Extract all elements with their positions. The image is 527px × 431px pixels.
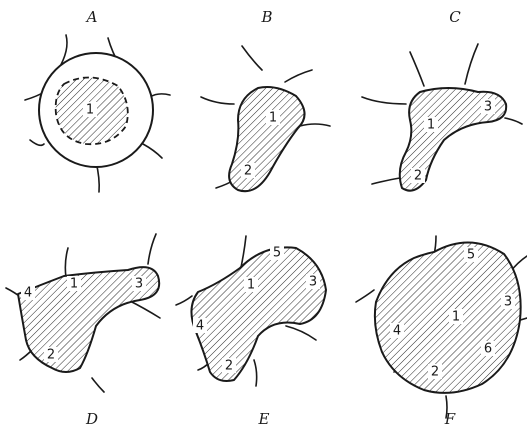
panel-c: C 1 2 3 <box>362 8 522 191</box>
region-label-f-1: 1 <box>452 310 460 325</box>
panel-b: B 1 2 <box>201 8 330 191</box>
panel-label-c: C <box>449 8 461 26</box>
panel-a: A 1 <box>25 8 170 192</box>
region-b <box>229 87 304 191</box>
region-label-f-4: 4 <box>393 324 401 339</box>
region-label-c-1: 1 <box>427 118 435 133</box>
region-label-a-1: 1 <box>86 103 94 118</box>
region-label-e-2: 2 <box>225 359 233 374</box>
panel-label-d: D <box>85 410 98 428</box>
region-label-d-4: 4 <box>24 286 32 301</box>
panel-e: E 1 2 3 4 5 <box>176 236 326 428</box>
panel-f: F 1 2 3 4 5 6 <box>356 236 527 428</box>
region-label-d-1: 1 <box>70 277 78 292</box>
region-f <box>375 242 521 392</box>
panel-d: D 1 2 3 4 <box>6 234 160 428</box>
panel-label-b: B <box>260 8 272 26</box>
panel-label-a: A <box>85 8 98 26</box>
region-label-f-5: 5 <box>467 248 475 263</box>
panel-label-f: F <box>444 410 456 428</box>
region-label-e-5: 5 <box>273 246 281 261</box>
region-label-c-2: 2 <box>414 169 422 184</box>
region-label-f-6: 6 <box>484 342 492 357</box>
region-label-d-2: 2 <box>47 348 55 363</box>
region-e <box>191 247 326 381</box>
region-label-e-4: 4 <box>196 319 204 334</box>
region-label-e-1: 1 <box>247 278 255 293</box>
region-label-e-3: 3 <box>309 275 317 290</box>
region-label-b-2: 2 <box>244 164 252 179</box>
region-label-c-3: 3 <box>484 100 492 115</box>
region-label-f-2: 2 <box>431 365 439 380</box>
region-label-d-3: 3 <box>135 277 143 292</box>
region-label-f-3: 3 <box>504 295 512 310</box>
region-label-b-1: 1 <box>269 111 277 126</box>
panel-label-e: E <box>258 410 270 428</box>
